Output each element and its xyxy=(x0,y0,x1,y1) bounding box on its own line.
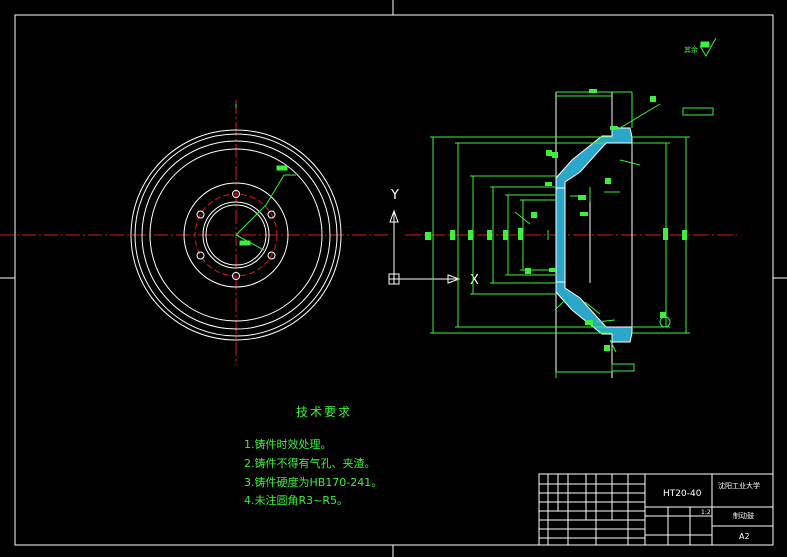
tech-requirements-title: 技术要求 xyxy=(296,405,353,419)
dimension-text-blocks xyxy=(425,89,714,372)
tech-requirement-item: 3.铸件硬度为HB170-241。 xyxy=(244,476,383,489)
section-view xyxy=(405,89,737,378)
title-block-part-name: 制动鼓 xyxy=(733,511,754,520)
roughness-other-label: 其余 xyxy=(684,45,698,54)
front-view-outer-circles xyxy=(130,129,342,341)
roughness-symbol-other: 其余 xyxy=(684,37,717,57)
datum-circle xyxy=(659,316,671,328)
title-block-model-code: HT20-40 xyxy=(663,489,702,499)
front-view xyxy=(0,100,390,365)
bolt-holes xyxy=(196,190,276,280)
axis-label-y: Y xyxy=(390,188,399,203)
title-block xyxy=(538,473,774,546)
axis-label-x: X xyxy=(470,273,479,288)
title-block-scale: 1:2 xyxy=(701,509,711,516)
title-block-school: 沈阳工业大学 xyxy=(718,481,760,490)
bolt-circle xyxy=(194,193,278,277)
section-outline xyxy=(555,92,633,378)
tech-requirement-item: 2.铸件不得有气孔、夹渣。 xyxy=(244,457,376,470)
tech-requirement-item: 4.未注圆角R3~R5。 xyxy=(244,494,348,507)
ucs-axis-icon xyxy=(388,209,461,285)
tech-requirement-item: 1.铸件时效处理。 xyxy=(244,438,332,451)
front-view-dimensions xyxy=(235,104,296,251)
title-block-sheet-size: A2 xyxy=(739,532,750,541)
